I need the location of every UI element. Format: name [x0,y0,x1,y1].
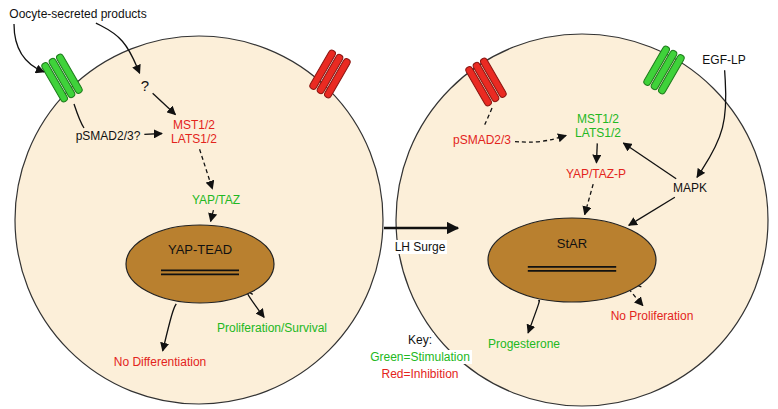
signal-arrow [144,133,162,135]
node-text: YAP/TAZ-P [566,167,626,181]
nucleus-label: StAR [487,217,657,252]
nucleus: YAP-TEAD [125,224,275,304]
arrow-label: LH Surge [393,240,448,254]
signal-label: pSMAD2/3? [74,128,143,144]
nucleus: StAR [487,217,657,303]
outcome-label: Proliferation/Survival [215,320,329,336]
kinase-label: MAPK [671,180,709,196]
signal-arrow [247,292,264,317]
node-text: pSMAD2/3? [76,129,141,143]
node-text: MST1/2 LATS1/2 [571,112,625,141]
node-text: No Proliferation [611,309,694,323]
key-heading: Key: [406,333,434,347]
outcome-label: Progesterone [486,336,562,352]
nucleus-label: YAP-TEAD [125,224,275,258]
signal-label: pSMAD2/3 [451,132,513,148]
signal-arrow [515,135,566,142]
effector-label: YAP/TAZ [190,192,242,208]
receptor [643,45,686,95]
signal-arrow [596,143,598,162]
source-label: Oocyte-secreted products [7,6,148,22]
dna-strand [528,266,616,268]
node-text: MAPK [673,181,707,195]
ligand-label: EGF-LP [700,52,747,68]
signal-arrow [211,210,214,221]
nucleus-shape [487,217,657,303]
receptor [465,57,508,107]
signal-arrow [629,197,675,225]
key-entry: Green=Stimulation [368,350,472,364]
signal-arrow [697,70,726,177]
node-text: YAP/TAZ [192,193,240,207]
node-text: EGF-LP [702,53,745,67]
dna-strand [161,270,239,272]
secretion-arrow [14,24,44,72]
signal-arrow [528,300,539,333]
unknown-factor: ? [139,76,151,96]
node-text: MST1/2 LATS1/2 [167,118,221,147]
effector-label: YAP/TAZ-P [564,166,628,182]
nucleus-shape [125,224,275,304]
node-text: No Differentiation [114,355,207,369]
signal-arrow [200,149,213,189]
signal-arrow [96,23,140,73]
node-text: pSMAD2/3 [453,133,511,147]
outcome-label: No Differentiation [112,354,209,370]
node-text: Proliferation/Survival [217,321,327,335]
node-text: ? [141,77,149,95]
receptor [41,53,84,103]
receptor [309,49,352,99]
kinase-label: MST1/2 LATS1/2 [569,111,627,142]
signal-arrow [163,304,177,351]
key-entry: Red=Inhibition [379,367,460,381]
node-text: Oocyte-secreted products [9,7,146,21]
signal-line [74,104,84,128]
signal-arrow [585,184,593,214]
dna-strand [161,274,239,276]
kinase-label: MST1/2 LATS1/2 [165,117,223,148]
node-text: Progesterone [488,337,560,351]
outcome-label: No Proliferation [609,308,696,324]
signal-line [484,108,492,126]
signal-arrow [623,143,676,179]
lh-surge-arrow [384,227,458,230]
signal-arrow [153,93,176,114]
dna-strand [528,270,616,272]
granulosa-cell [15,36,383,404]
